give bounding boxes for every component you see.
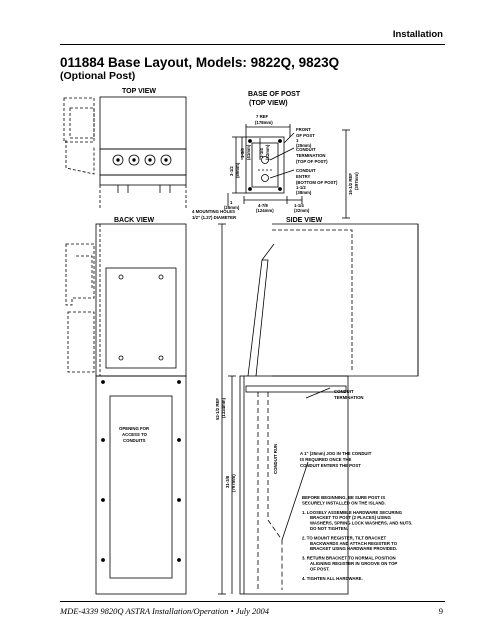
dim-15-mm: (397mm) [354, 172, 359, 190]
instruction-line: ALIGNING REGISTER IN GROOVE ON TOP [310, 561, 397, 566]
dim-31: 31-3/8 [225, 475, 230, 488]
instruction-line: 2. TO MOUNT REGISTER, TILT BRACKET [302, 535, 386, 540]
dim-1-1-4-v: 1-1/4 [259, 148, 264, 158]
label-conduit-term-3: (TOP OF POST) [296, 159, 328, 164]
dim-52-mm: (1334mm) [221, 397, 226, 418]
label-top-view: TOP VIEW [122, 88, 156, 95]
instruction-line: BRACKET TO POST (2 PLACES) USING [310, 515, 392, 520]
instructions-block: BEFORE BEGINNING, BE SURE POST ISSECUREL… [302, 495, 413, 581]
top-view-drawing [63, 96, 187, 208]
dim-1-5-8-mm: (41mm) [246, 144, 251, 160]
dim-4-7-8-mm: (124mm) [256, 208, 274, 213]
instruction-line: BACKWARDS AND ATTACH REGISTER TO [310, 541, 398, 546]
instruction-line: WASHERS, SPRING LOCK WASHERS, AND NUTS. [310, 521, 413, 526]
label-conduit-entry-2: ENTRY [296, 174, 311, 179]
label-jog-2: IS REQUIRED ONCE THE [300, 457, 351, 462]
label-mounting-holes-1: 4 MOUNTING HOLES [192, 209, 235, 214]
instruction-line: SECURELY INSTALLED ON THE ISLAND. [302, 500, 386, 505]
label-conduit-entry-1: CONDUIT [296, 168, 316, 173]
instruction-line: DO NOT TIGHTEN. [310, 526, 348, 531]
label-mounting-holes-2: 1/2" (1.27) DIAMETER [192, 215, 237, 220]
label-front-1: FRONT [296, 127, 311, 132]
section-header: Installation [392, 29, 443, 40]
label-opening-3: CONDUITS [123, 438, 146, 443]
page-title: 011884 Base Layout, Models: 9822Q, 9823Q [60, 55, 340, 70]
dim-1-mm: (25mm) [296, 143, 312, 148]
dim-1-1-4-v-mm: (32mm) [265, 144, 270, 160]
footer-rule [60, 601, 445, 602]
label-jog-3: CONDUIT ENTERS THE POST [300, 463, 361, 468]
dim-1-1-4: 1-1/4 [294, 203, 304, 208]
dim-3-1-2-mm: (89mm) [235, 162, 240, 178]
label-side-view: SIDE VIEW [286, 217, 323, 224]
label-opening-2: ACCESS TO [122, 432, 148, 437]
page-subtitle: (Optional Post) [60, 70, 136, 82]
page-number: 9 [438, 606, 443, 616]
dim-1: 1 [296, 138, 299, 143]
dim-1-1-2-mm: (38mm) [296, 190, 312, 195]
dim-1-b-mm: (25mm) [224, 205, 240, 210]
dim-1-b: 1 [230, 200, 233, 205]
dim-3-1-2: 3-1/2 [229, 166, 234, 176]
instruction-line: 3. RETURN BRACKET TO NORMAL POSITION [302, 556, 396, 561]
instruction-line: OF POST. [310, 566, 330, 571]
label-base-top-view: (TOP VIEW) [249, 100, 288, 107]
label-front-2: OF POST [296, 133, 315, 138]
label-opening-1: OPENING FOR [119, 426, 150, 431]
label-jog-1: A 1" (25mm) JOG IN THE CONDUIT [300, 451, 372, 456]
label-base-of-post: BASE OF POST [248, 91, 301, 98]
side-view-drawing [218, 223, 419, 595]
label-back-view: BACK VIEW [114, 217, 154, 224]
dim-1-1-4-mm: (32mm) [294, 208, 310, 213]
dim-1-5-8: 1-5/8 [240, 148, 245, 158]
instruction-line: 4. TIGHTEN ALL HARDWARE. [302, 576, 363, 581]
dim-1-1-2: 1-1/2 [296, 185, 306, 190]
instruction-line: 1. LOOSELY ASSEMBLE HARDWARE SECURING [302, 510, 403, 515]
dim-31-mm: (797mm) [231, 474, 236, 492]
dim-7ref: 7 REF [256, 114, 269, 119]
label-conduit-termination-2: TERMINATION [334, 395, 364, 400]
dim-15: 15-1/2 REF [348, 173, 353, 195]
label-conduit-run: CONDUIT RUN [273, 444, 278, 474]
label-conduit-entry-3: (BOTTOM OF POST) [296, 180, 338, 185]
instruction-line: BEFORE BEGINNING, BE SURE POST IS [302, 495, 385, 500]
label-conduit-term-2: TERMINATION [296, 153, 326, 158]
label-conduit-term-1: CONDUIT [296, 147, 316, 152]
back-view-drawing [65, 223, 187, 595]
label-conduit-termination-1: CONDUIT [334, 389, 354, 394]
base-of-post-drawing [227, 124, 350, 219]
dim-4-7-8: 4-7/8 [258, 203, 268, 208]
dim-7ref-mm: (178mm) [255, 120, 273, 125]
header-rule [60, 44, 445, 45]
instruction-line: BRACKET USING HARDWARE PROVIDED. [310, 546, 397, 551]
footer-doc: MDE-4339 9820Q ASTRA Installation/Operat… [60, 606, 270, 616]
dim-52: 52-1/2 REF [215, 398, 220, 420]
